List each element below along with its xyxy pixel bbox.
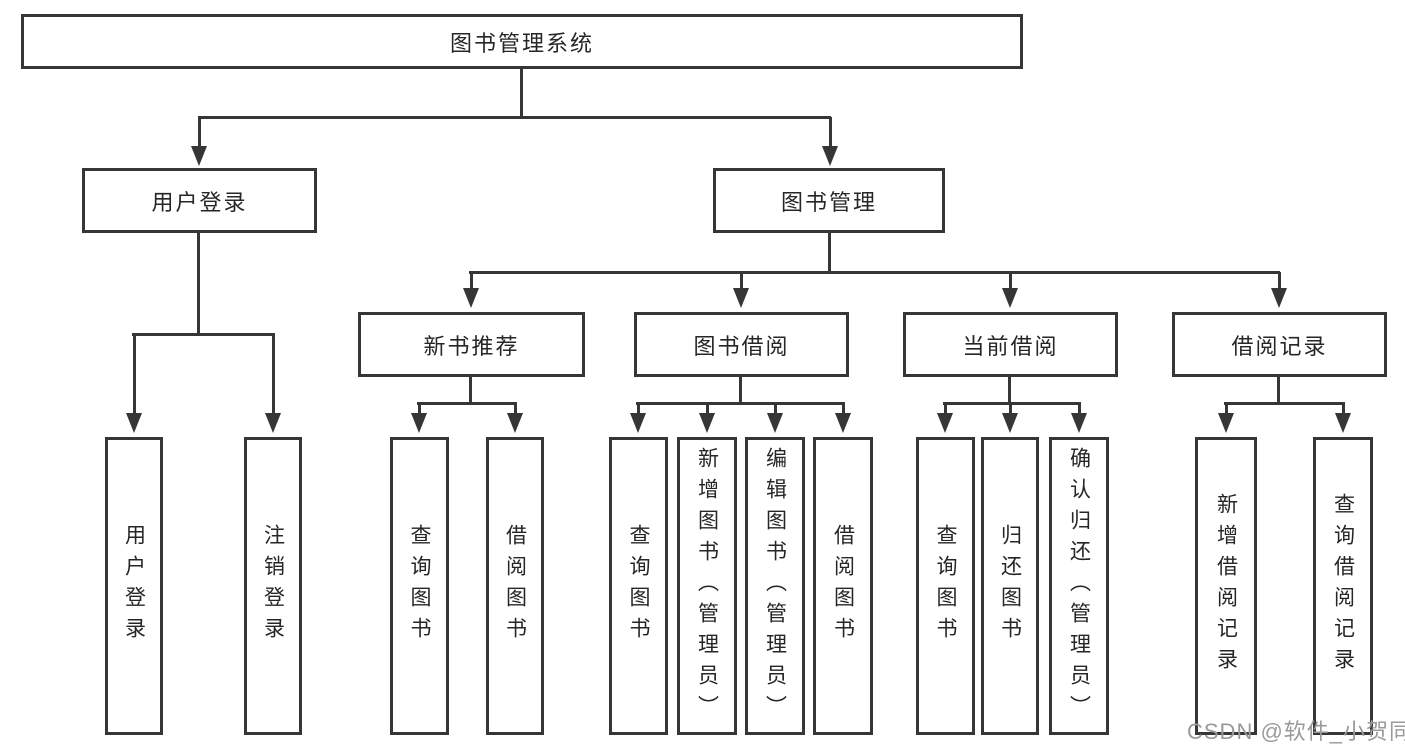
- arrow-down-icon: [699, 403, 715, 433]
- node-root: 图书管理系统: [21, 14, 1023, 69]
- leaf-borrow-borrow-books-label: 借阅图书: [831, 524, 855, 648]
- arrow-down-icon: [835, 403, 851, 433]
- node-user-login: 用户登录: [82, 168, 317, 233]
- arrow-down-icon: [733, 272, 749, 308]
- connector-book-borrow-drop: [739, 375, 742, 405]
- arrow-down-icon: [1002, 272, 1018, 308]
- connector-user-login-rail: [132, 333, 275, 336]
- leaf-records-query-record: 查询借阅记录: [1313, 437, 1373, 735]
- node-current-borrow: 当前借阅: [903, 312, 1118, 377]
- arrow-down-icon: [1071, 403, 1087, 433]
- connector-current-borrow-drop: [1008, 375, 1011, 405]
- arrow-down-icon: [937, 403, 953, 433]
- connector-book-management-drop: [828, 231, 831, 274]
- connector-book-borrow-rail: [636, 402, 845, 405]
- arrow-down-icon: [463, 272, 479, 308]
- leaf-recommend-borrow-books-label: 借阅图书: [503, 524, 527, 648]
- leaf-recommend-borrow-books: 借阅图书: [486, 437, 544, 735]
- arrow-down-icon: [630, 403, 646, 433]
- leaf-current-confirm-return: 确认归还（管理员）: [1049, 437, 1109, 735]
- arrow-down-icon: [507, 403, 523, 433]
- arrow-down-icon: [767, 403, 783, 433]
- leaf-records-add-record: 新增借阅记录: [1195, 437, 1257, 735]
- arrow-down-icon: [1002, 403, 1018, 433]
- connector-new-book-recommend-drop: [469, 375, 472, 405]
- leaf-borrow-add-books: 新增图书（管理员）: [677, 437, 737, 735]
- connector-level3-rail: [469, 271, 1280, 274]
- leaf-current-confirm-return-label: 确认归还（管理员）: [1067, 446, 1091, 726]
- arrow-down-icon: [265, 333, 281, 433]
- connector-level2-rail: [198, 116, 831, 119]
- leaf-user-login: 用户登录: [105, 437, 163, 735]
- node-borrow-records: 借阅记录: [1172, 312, 1387, 377]
- leaf-current-query-books: 查询图书: [916, 437, 975, 735]
- connector-records-rail: [1224, 402, 1345, 405]
- arrow-down-icon: [1271, 272, 1287, 308]
- arrow-down-icon: [1335, 403, 1351, 433]
- leaf-records-query-record-label: 查询借阅记录: [1331, 493, 1355, 679]
- leaf-recommend-query-books-label: 查询图书: [408, 524, 431, 648]
- leaf-current-return-books: 归还图书: [981, 437, 1039, 735]
- node-book-borrow: 图书借阅: [634, 312, 849, 377]
- arrow-down-icon: [191, 117, 207, 166]
- arrow-down-icon: [822, 117, 838, 166]
- leaf-logout: 注销登录: [244, 437, 302, 735]
- node-new-book-recommend: 新书推荐: [358, 312, 585, 377]
- leaf-user-login-label: 用户登录: [122, 524, 146, 648]
- leaf-borrow-edit-books: 编辑图书（管理员）: [745, 437, 805, 735]
- leaf-borrow-edit-books-label: 编辑图书（管理员）: [763, 446, 787, 726]
- leaf-current-return-books-label: 归还图书: [998, 524, 1022, 648]
- arrow-down-icon: [1218, 403, 1234, 433]
- arrow-down-icon: [411, 403, 427, 433]
- connector-root-drop: [520, 68, 523, 119]
- leaf-borrow-borrow-books: 借阅图书: [813, 437, 873, 735]
- leaf-borrow-query-books-label: 查询图书: [627, 524, 650, 648]
- connector-current-borrow-rail: [943, 402, 1081, 405]
- arrow-down-icon: [126, 333, 142, 433]
- node-book-management: 图书管理: [713, 168, 945, 233]
- leaf-recommend-query-books: 查询图书: [390, 437, 449, 735]
- leaf-current-query-books-label: 查询图书: [934, 524, 957, 648]
- csdn-watermark: CSDN @软件_小贺同学: [1187, 719, 1405, 744]
- leaf-borrow-query-books: 查询图书: [609, 437, 668, 735]
- connector-borrow-records-drop: [1277, 375, 1280, 405]
- leaf-logout-label: 注销登录: [261, 524, 285, 648]
- connector-user-login-drop: [197, 231, 200, 336]
- leaf-records-add-record-label: 新增借阅记录: [1214, 493, 1238, 679]
- leaf-borrow-add-books-label: 新增图书（管理员）: [695, 446, 719, 726]
- connector-recommend-rail: [417, 402, 517, 405]
